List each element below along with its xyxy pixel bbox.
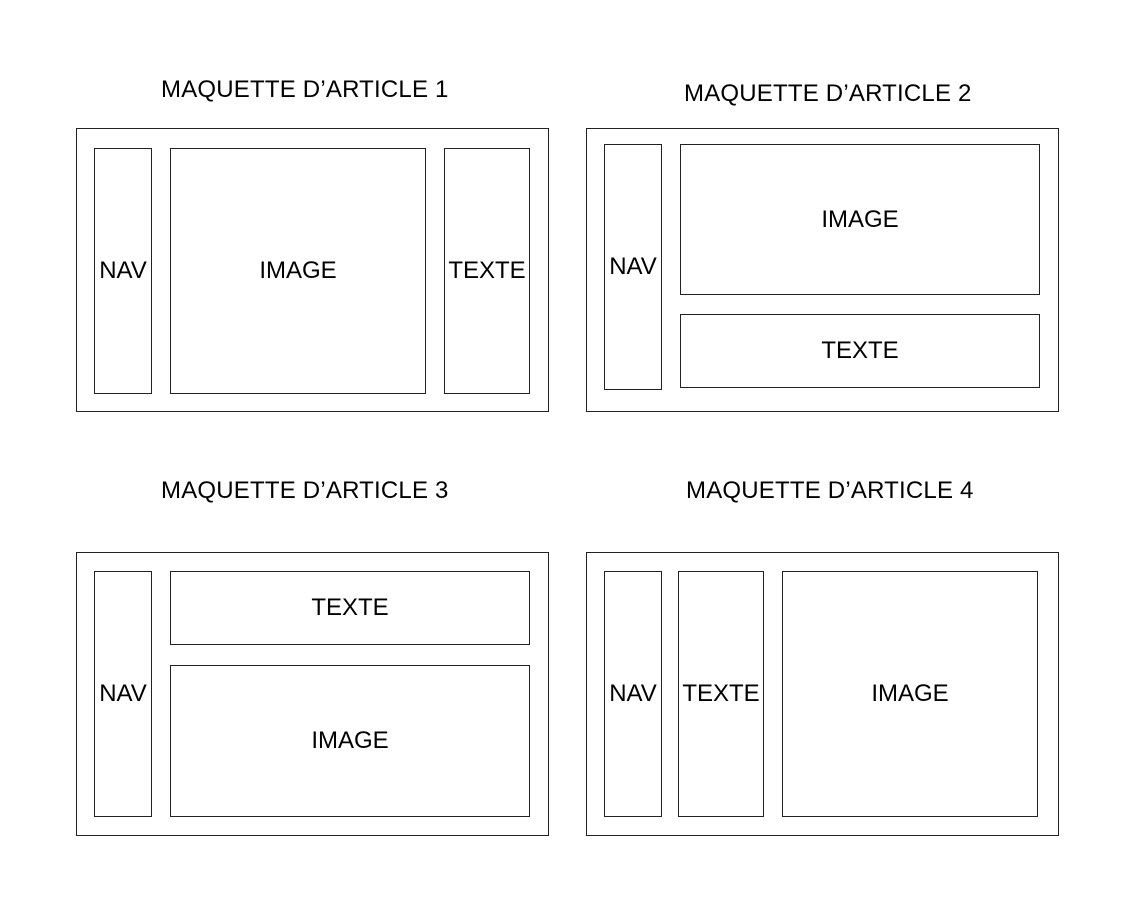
mockup-1-title: MAQUETTE D’ARTICLE 1: [161, 76, 449, 103]
mockup-1-texte-box: TEXTE: [444, 148, 530, 394]
mockup-3-texte-box: TEXTE: [170, 571, 530, 645]
mockup-2-title: MAQUETTE D’ARTICLE 2: [684, 80, 972, 107]
mockup-3-image-box: IMAGE: [170, 665, 530, 817]
mockup-4-frame: [586, 552, 1059, 836]
mockup-1-image-box: IMAGE: [170, 148, 426, 394]
mockup-1-nav-box: NAV: [94, 148, 152, 394]
mockup-4-nav-box: NAV: [604, 571, 662, 817]
mockup-2-nav-box: NAV: [604, 144, 662, 390]
mockup-2-texte-box: TEXTE: [680, 314, 1040, 388]
mockup-4-image-box: IMAGE: [782, 571, 1038, 817]
mockup-2-image-box: IMAGE: [680, 144, 1040, 295]
mockup-4-texte-box: TEXTE: [678, 571, 764, 817]
mockup-3-frame: [76, 552, 549, 836]
mockup-4-title: MAQUETTE D’ARTICLE 4: [686, 477, 974, 504]
mockup-2-frame: [586, 128, 1059, 412]
mockup-1-frame: [76, 128, 549, 412]
mockup-3-title: MAQUETTE D’ARTICLE 3: [161, 477, 449, 504]
mockup-3-nav-box: NAV: [94, 571, 152, 817]
